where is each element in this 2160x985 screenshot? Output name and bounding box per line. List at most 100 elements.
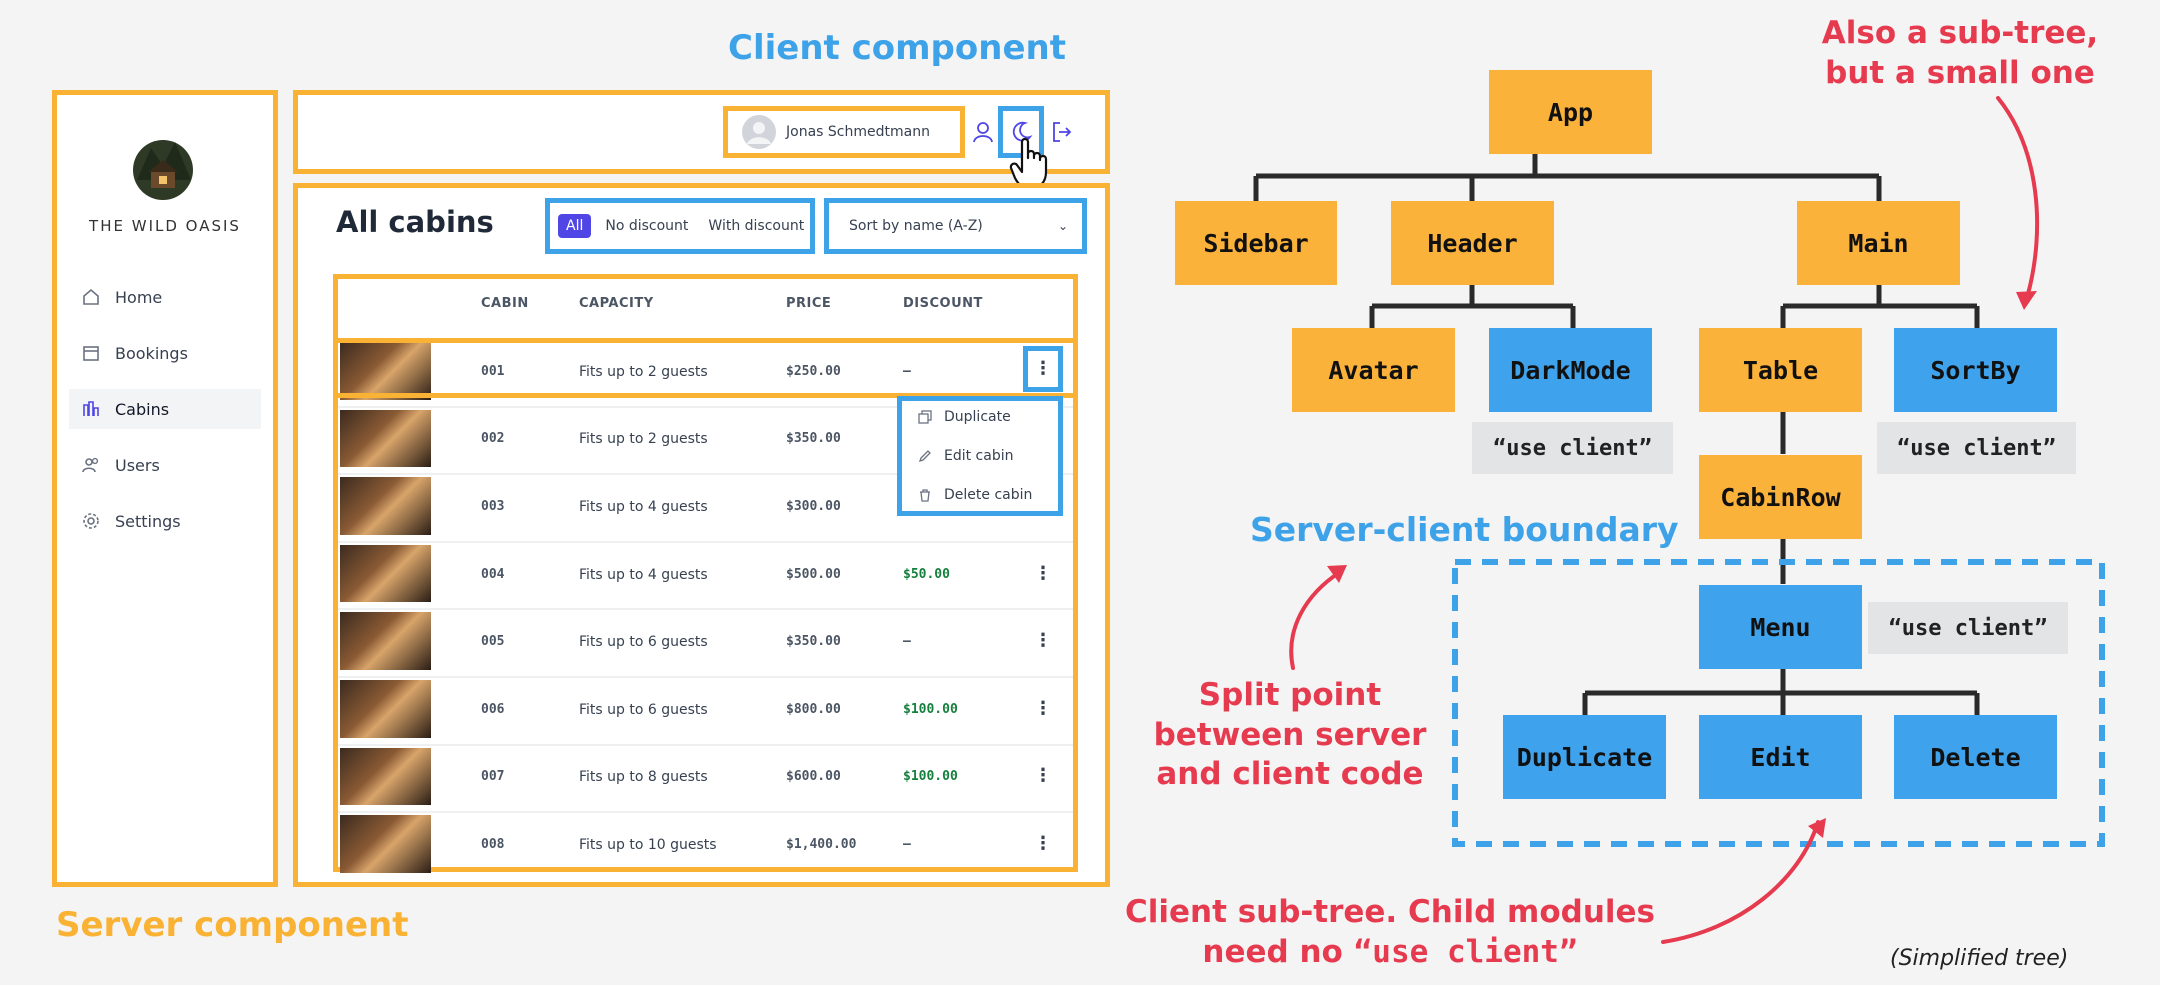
more-icon[interactable]: ⋮ bbox=[1034, 833, 1052, 854]
row-divider bbox=[338, 473, 1073, 476]
tree-node-menu: Menu bbox=[1699, 585, 1862, 669]
column-header-discount: DISCOUNT bbox=[903, 296, 983, 311]
cabin-capacity: Fits up to 6 guests bbox=[579, 634, 708, 651]
calendar-icon bbox=[83, 346, 99, 361]
cabin-discount: $100.00 bbox=[903, 701, 958, 717]
logout-icon bbox=[1053, 122, 1072, 142]
sort-select[interactable]: Sort by name (A-Z) ⌄ bbox=[824, 198, 1087, 254]
cabin-number: 001 bbox=[481, 363, 505, 379]
cabin-capacity: Fits up to 6 guests bbox=[579, 701, 708, 718]
more-icon[interactable]: ⋮ bbox=[1034, 765, 1052, 787]
filter-all-button[interactable]: All bbox=[558, 214, 592, 238]
sidebar: THE WILD OASIS Home Bookings Cabins User… bbox=[52, 90, 278, 887]
row-divider bbox=[338, 676, 1073, 678]
more-icon[interactable]: ⋮ bbox=[1034, 697, 1052, 719]
split-point-line: between server bbox=[1153, 716, 1427, 753]
cabin-image bbox=[340, 544, 431, 603]
menu-item-duplicate[interactable]: Duplicate bbox=[904, 402, 1056, 432]
menu-toggle-button[interactable]: ⋮ bbox=[1023, 346, 1063, 392]
trash-icon bbox=[920, 489, 930, 502]
row-divider bbox=[338, 540, 1073, 543]
users-icon bbox=[82, 457, 99, 473]
cabin-capacity: Fits up to 2 guests bbox=[579, 363, 708, 380]
cabin-capacity: Fits up to 10 guests bbox=[579, 837, 717, 853]
pencil-icon bbox=[918, 450, 931, 463]
client-subtree-line: need no “use client” bbox=[1120, 933, 1660, 973]
cabin-number: 007 bbox=[481, 769, 505, 785]
cabin-capacity: Fits up to 2 guests bbox=[579, 431, 708, 448]
sidebar-item-label: Users bbox=[115, 455, 160, 475]
sort-label: Sort by name (A-Z) bbox=[849, 218, 983, 234]
row-divider bbox=[338, 608, 1073, 611]
menu-item-delete[interactable]: Delete cabin bbox=[904, 480, 1056, 510]
column-header-cabin: CABIN bbox=[481, 296, 529, 311]
copy-icon bbox=[918, 410, 932, 424]
cabin-number: 006 bbox=[481, 701, 505, 717]
cabin-number: 004 bbox=[481, 566, 505, 582]
cabin-discount: — bbox=[903, 634, 911, 650]
sidebar-item-settings[interactable]: Settings bbox=[69, 501, 261, 541]
filter-with-discount-button[interactable]: With discount bbox=[708, 218, 805, 234]
more-icon[interactable]: ⋮ bbox=[1034, 562, 1052, 584]
avatar-component[interactable]: Jonas Schmedtmann bbox=[723, 106, 965, 158]
client-subtree-code: “use client” bbox=[1353, 933, 1578, 970]
logo bbox=[115, 130, 211, 200]
cabin-image bbox=[340, 815, 431, 873]
row-divider bbox=[338, 811, 1073, 814]
row-divider bbox=[338, 743, 1073, 746]
logout-button[interactable] bbox=[1048, 118, 1076, 146]
tree-node-edit: Edit bbox=[1699, 715, 1862, 799]
cabin-discount: $50.00 bbox=[903, 566, 950, 582]
page-title: All cabins bbox=[336, 205, 494, 239]
sidebar-item-users[interactable]: Users bbox=[69, 445, 261, 485]
user-icon bbox=[973, 122, 993, 143]
use-client-tag-darkmode: “use client” bbox=[1472, 422, 1673, 474]
tree-node-main: Main bbox=[1797, 201, 1960, 285]
split-point-line: and client code bbox=[1156, 756, 1424, 793]
sidebar-item-home[interactable]: Home bbox=[69, 277, 261, 317]
sidebar-item-cabins[interactable]: Cabins bbox=[69, 389, 261, 429]
filter-no-discount-button[interactable]: No discount bbox=[605, 218, 689, 234]
boundary-box bbox=[1452, 559, 2105, 847]
sidebar-item-label: Home bbox=[115, 287, 163, 307]
tree-node-app: App bbox=[1489, 70, 1652, 154]
cabin-price: $600.00 bbox=[786, 769, 841, 785]
header bbox=[293, 90, 1110, 174]
cabin-discount: — bbox=[903, 363, 911, 379]
cabin-number: 008 bbox=[481, 837, 505, 852]
gear-icon bbox=[83, 513, 99, 529]
simplified-tree-note: (Simplified tree) bbox=[1890, 946, 2069, 971]
split-point-line: Split point bbox=[1198, 677, 1382, 713]
menu-item-label: Edit cabin bbox=[944, 448, 1014, 464]
server-component-label: Server component bbox=[56, 905, 409, 945]
column-header-capacity: CAPACITY bbox=[579, 296, 654, 311]
cabin-price: $250.00 bbox=[786, 363, 841, 379]
cabin-price: $300.00 bbox=[786, 499, 841, 514]
cabin-image bbox=[340, 342, 431, 400]
cabin-price: $350.00 bbox=[786, 634, 841, 650]
client-subtree-line: Client sub-tree. Child modules bbox=[1124, 894, 1656, 930]
chevron-down-icon: ⌄ bbox=[1057, 219, 1068, 233]
menu-item-edit[interactable]: Edit cabin bbox=[904, 441, 1056, 471]
cabin-price: $500.00 bbox=[786, 566, 841, 582]
account-button[interactable] bbox=[970, 118, 996, 146]
hand-cursor-icon bbox=[1008, 134, 1058, 192]
menu-item-label: Duplicate bbox=[944, 409, 1011, 425]
user-name: Jonas Schmedtmann bbox=[786, 124, 930, 140]
boundary-label: Server-client boundary bbox=[1250, 510, 1679, 549]
cabin-discount: — bbox=[903, 837, 911, 852]
menu-item-label: Delete cabin bbox=[944, 487, 1033, 503]
subtree-annotation-line: Also a sub-tree, bbox=[1821, 15, 2099, 51]
tree-node-sidebar: Sidebar bbox=[1175, 201, 1337, 285]
subtree-annotation: Also a sub-tree, but a small one bbox=[1790, 14, 2130, 93]
cabin-capacity: Fits up to 8 guests bbox=[579, 769, 708, 786]
more-icon: ⋮ bbox=[1034, 358, 1052, 379]
sidebar-item-bookings[interactable]: Bookings bbox=[69, 333, 261, 373]
more-icon[interactable]: ⋮ bbox=[1034, 630, 1052, 652]
cabin-price: $1,400.00 bbox=[786, 837, 857, 852]
tree-node-avatar: Avatar bbox=[1292, 328, 1455, 412]
split-point-annotation: Split point between server and client co… bbox=[1140, 676, 1440, 795]
column-header-price: PRICE bbox=[786, 296, 832, 311]
cabin-number: 005 bbox=[481, 634, 505, 650]
